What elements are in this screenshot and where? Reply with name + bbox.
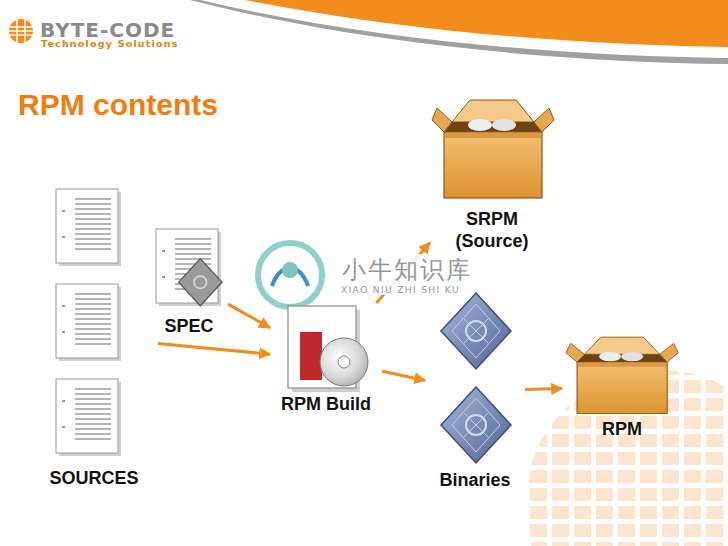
node-label: SRPM (Source) [442,209,542,253]
flow-arrow [158,344,270,355]
node-label: Binaries [439,470,510,492]
binaries-group: Binaries [425,290,525,492]
watermark-text: XIAO NIU ZHI SHI KU [339,285,462,295]
build-step: RPM Build [270,303,382,416]
rpm-package: RPM [562,333,682,441]
node-label: SPEC [164,316,213,338]
slide-title: RPM contents [18,88,218,122]
srpm-package: SRPM (Source) [430,93,554,253]
spec-file: SPEC [150,226,228,338]
sources-group: SOURCES [30,185,158,490]
flow-arrow [525,389,562,390]
logo-text: Technology Solutions [41,38,179,49]
node-label: SOURCES [49,468,138,490]
watermark-text: 小牛知识库 [340,254,474,286]
flow-arrow [228,304,270,328]
node-label: RPM Build [281,394,371,416]
flow-arrow [382,371,425,380]
node-label: RPM [602,419,642,441]
